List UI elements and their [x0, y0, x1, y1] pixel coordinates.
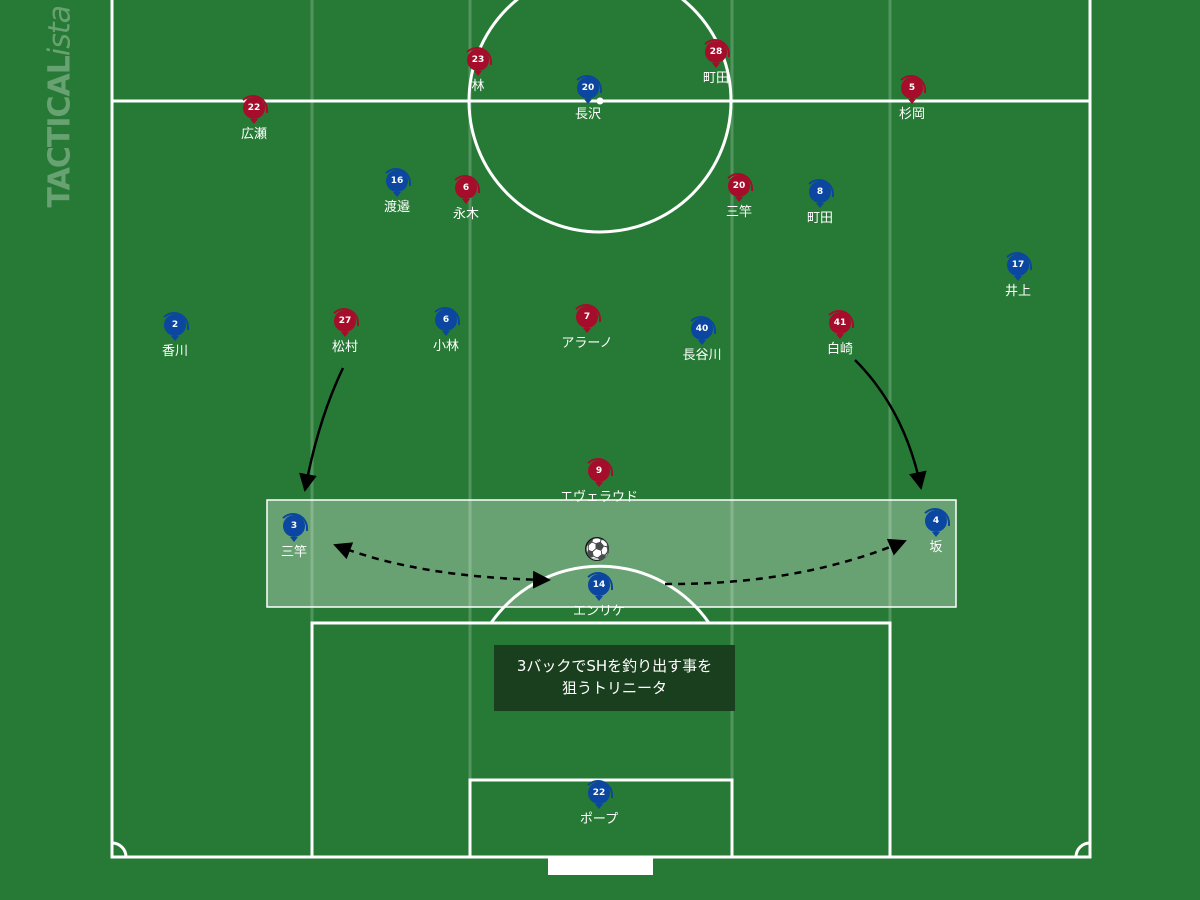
- player-marker-icon: 28: [700, 39, 730, 68]
- player-marker-icon: 17: [1002, 252, 1032, 281]
- player-marker-icon: 22: [583, 780, 613, 809]
- player-marker-icon: 6: [450, 175, 480, 204]
- player-marker-icon: 8: [804, 179, 834, 208]
- player-name: 長谷川: [682, 348, 722, 363]
- player-marker-icon: 9: [583, 458, 613, 487]
- player-name: 井上: [1004, 284, 1031, 299]
- player-name: 杉岡: [898, 107, 925, 122]
- player-red[interactable]: 28 町田: [676, 39, 756, 86]
- player-name: エヴェラウド: [559, 490, 638, 505]
- player-marker-icon: 4: [920, 508, 950, 537]
- player-name: 町田: [702, 71, 729, 86]
- player-marker-icon: 7: [571, 304, 601, 333]
- player-name: 永木: [452, 207, 479, 222]
- player-marker-icon: 20: [572, 75, 602, 104]
- player-red[interactable]: 41 白崎: [800, 310, 880, 357]
- player-marker-icon: 16: [381, 168, 411, 197]
- player-blue[interactable]: 22 ポープ: [559, 780, 639, 827]
- player-name: 林: [471, 79, 485, 94]
- caption-box: 3バックでSHを釣り出す事を 狙うトリニータ: [494, 645, 735, 711]
- player-blue[interactable]: 17 井上: [978, 252, 1058, 299]
- player-marker-icon: 40: [686, 316, 716, 345]
- player-marker-icon: 23: [462, 47, 492, 76]
- soccer-ball-icon: ⚽: [585, 537, 610, 561]
- player-marker-icon: 41: [824, 310, 854, 339]
- player-marker-icon: 20: [723, 173, 753, 202]
- player-name: 三竿: [280, 545, 307, 560]
- lane-stripes: [310, 0, 892, 857]
- player-name: 松村: [331, 340, 358, 355]
- player-name: ポープ: [579, 812, 619, 827]
- player-blue[interactable]: 14 エンリケ: [559, 572, 639, 619]
- player-marker-icon: 22: [238, 95, 268, 124]
- player-name: 渡邉: [383, 200, 410, 215]
- player-blue[interactable]: 2 香川: [135, 312, 215, 359]
- player-name: アラーノ: [561, 336, 613, 351]
- player-name: 坂: [929, 540, 943, 555]
- player-marker-icon: 2: [159, 312, 189, 341]
- movement-arrows: [299, 359, 927, 589]
- player-name: 三竿: [725, 205, 752, 220]
- caption-line-1: 3バックでSHを釣り出す事を: [516, 657, 713, 675]
- player-name: 白崎: [826, 342, 853, 357]
- player-name: 広瀬: [240, 127, 267, 142]
- player-red[interactable]: 23 林: [438, 47, 518, 94]
- player-name: 長沢: [574, 107, 601, 122]
- player-blue[interactable]: 40 長谷川: [662, 316, 742, 363]
- player-marker-icon: 3: [278, 513, 308, 542]
- tacticalista-watermark: TACTICALista: [42, 6, 78, 208]
- player-red[interactable]: 27 松村: [305, 308, 385, 355]
- player-blue[interactable]: 3 三竿: [254, 513, 334, 560]
- player-marker-icon: 5: [896, 75, 926, 104]
- player-marker-icon: 14: [583, 572, 613, 601]
- player-marker-icon: 27: [329, 308, 359, 337]
- player-red[interactable]: 5 杉岡: [872, 75, 952, 122]
- player-red[interactable]: 6 永木: [426, 175, 506, 222]
- player-blue[interactable]: 16 渡邉: [357, 168, 437, 215]
- player-blue[interactable]: 20 長沢: [548, 75, 628, 122]
- player-red[interactable]: 9 エヴェラウド: [559, 458, 639, 505]
- player-red[interactable]: 7 アラーノ: [547, 304, 627, 351]
- player-name: エンリケ: [572, 604, 625, 619]
- goal: [548, 858, 653, 875]
- player-blue[interactable]: 6 小林: [406, 307, 486, 354]
- player-red[interactable]: 20 三竿: [699, 173, 779, 220]
- player-name: 小林: [432, 339, 459, 354]
- player-name: 香川: [161, 344, 188, 359]
- caption-line-2: 狙うトリニータ: [561, 679, 667, 697]
- player-red[interactable]: 22 広瀬: [214, 95, 294, 142]
- player-blue[interactable]: 8 町田: [780, 179, 860, 226]
- player-marker-icon: 6: [430, 307, 460, 336]
- player-name: 町田: [806, 211, 833, 226]
